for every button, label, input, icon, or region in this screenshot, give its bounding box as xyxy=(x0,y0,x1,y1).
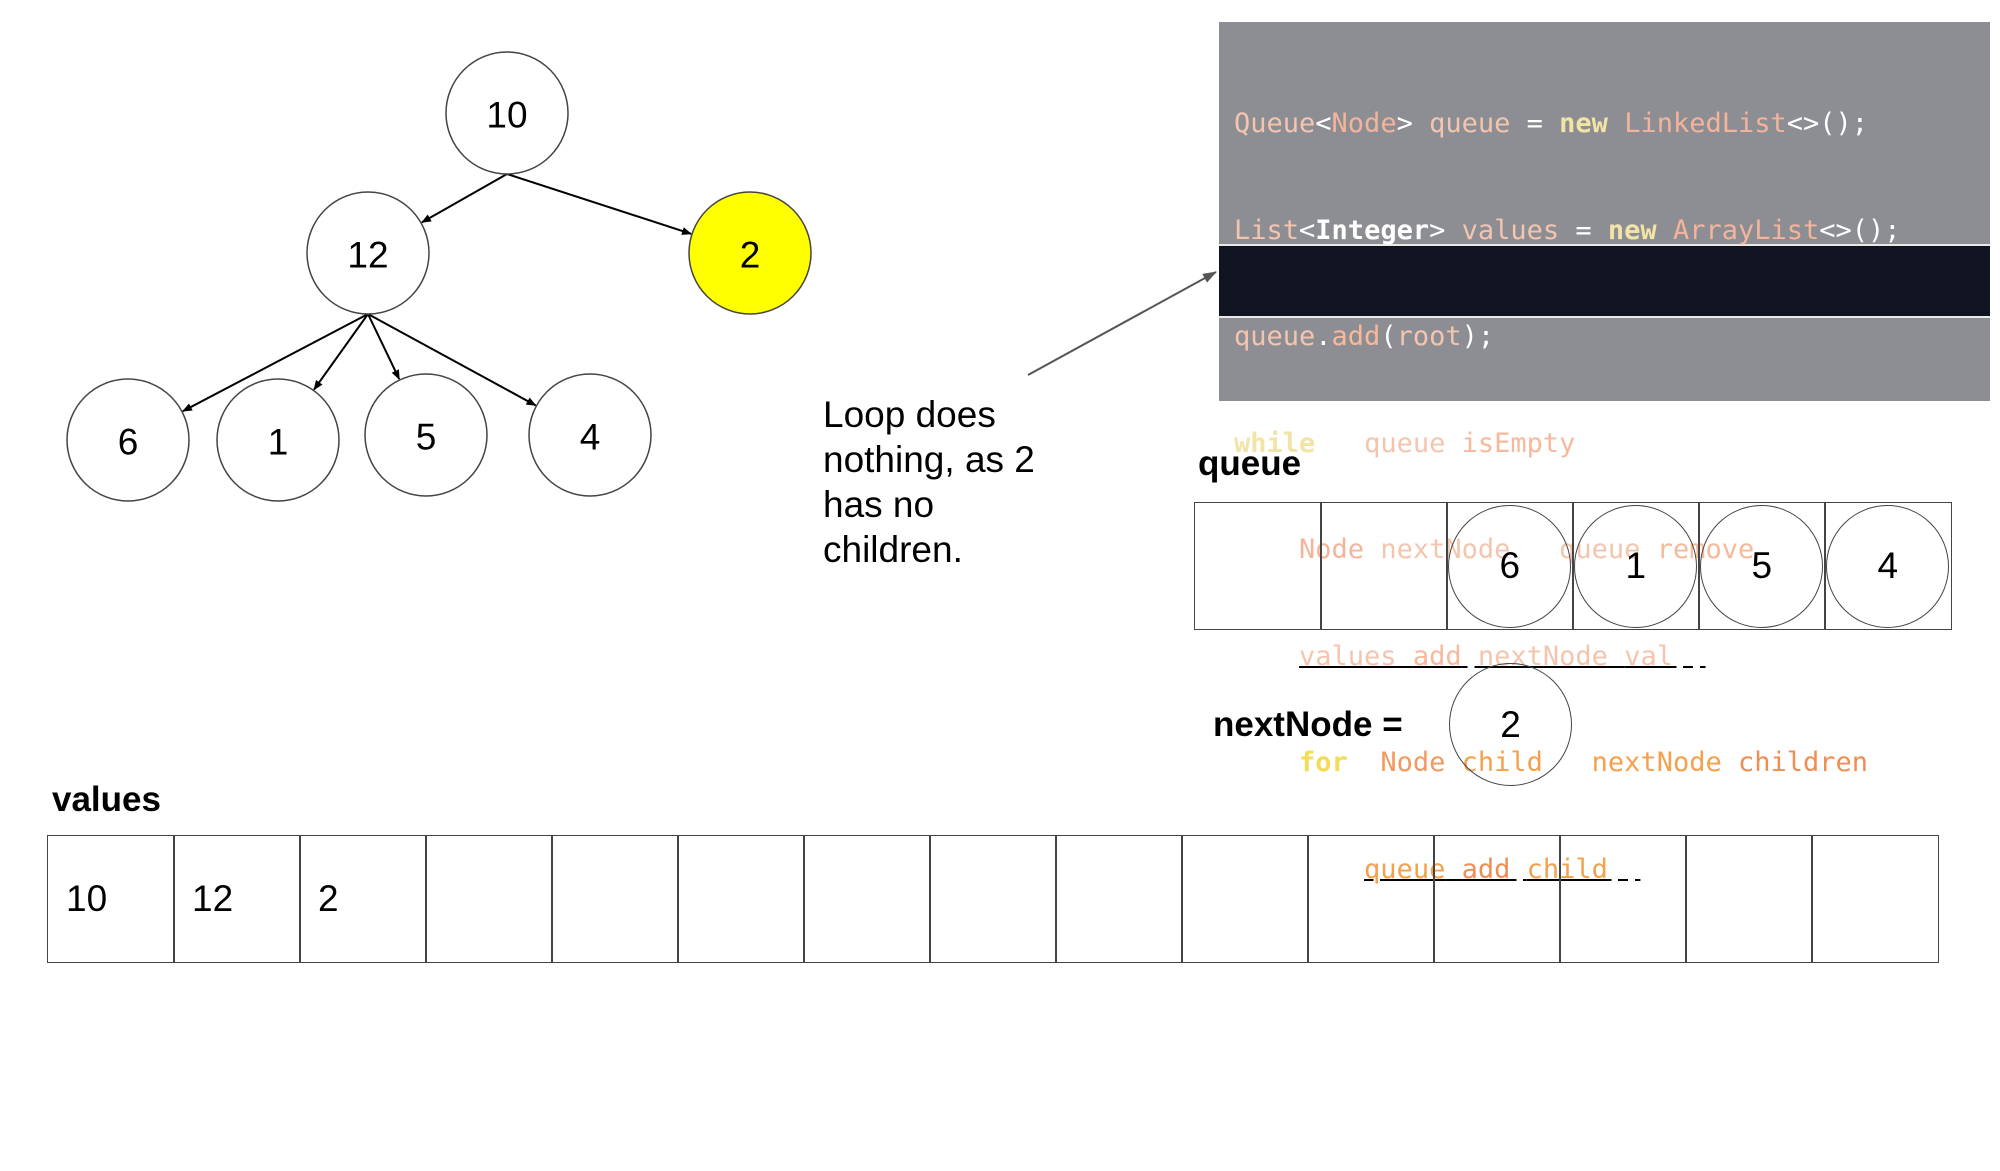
values-cell-text: 12 xyxy=(192,878,234,919)
tree-node-circle xyxy=(216,378,340,502)
values-cell xyxy=(1811,835,1939,963)
code-highlight-bar xyxy=(1219,244,1990,318)
code-line-2: List<Integer> values = new ArrayList<>()… xyxy=(1234,214,1901,246)
tree-node-label: 2 xyxy=(740,235,761,276)
tree-edge-n10-n2 xyxy=(506,173,692,235)
code-panel: Queue<Node> queue = new LinkedList<>(); … xyxy=(1219,22,1990,1098)
annotation-line: Loop does xyxy=(823,394,996,435)
tree-node-circle xyxy=(66,378,190,502)
annotation-text: Loop does nothing, as 2 has no children. xyxy=(823,392,1073,572)
next-node-label: nextNode = xyxy=(1213,705,1403,744)
values-cell: 2 xyxy=(299,835,427,963)
values-cell: 10 xyxy=(47,835,175,963)
tree-node-circle xyxy=(688,191,812,315)
tree-node-1: 1 xyxy=(216,378,340,502)
code-line-6: values.add(nextNode.val); xyxy=(1299,640,1706,672)
tree-node-label: 4 xyxy=(580,417,601,458)
values-cell-text: 2 xyxy=(318,878,339,919)
code-line-1: Queue<Node> queue = new LinkedList<>(); xyxy=(1234,108,1869,139)
annotation-line: children. xyxy=(823,529,963,570)
values-array: 10 12 2 xyxy=(47,835,1939,963)
values-cell: 12 xyxy=(173,835,301,963)
values-cell xyxy=(1181,835,1309,963)
queue-title: queue xyxy=(1198,444,1302,483)
tree-node-label: 5 xyxy=(416,417,437,458)
queue-cell xyxy=(1320,502,1448,630)
queue-node-circle: 6 xyxy=(1448,504,1572,628)
values-cell xyxy=(1685,835,1813,963)
values-cell xyxy=(1307,835,1435,963)
tree-node-6: 6 xyxy=(66,378,190,502)
next-node-circle: 2 xyxy=(1449,663,1572,786)
tree-node-label: 12 xyxy=(347,235,388,276)
tree-node-4: 4 xyxy=(528,373,652,497)
values-cell xyxy=(929,835,1057,963)
tree-node-circle xyxy=(528,373,652,497)
code-line-7: for (Node child : nextNode.children) { xyxy=(1299,747,1917,778)
values-cell xyxy=(1055,835,1183,963)
queue-cell: 6 xyxy=(1446,502,1574,630)
values-cell xyxy=(425,835,553,963)
tree-edge-n12-n5 xyxy=(367,313,401,380)
tree-edge-n12-n6 xyxy=(182,313,369,413)
tree-edge-n10-n12 xyxy=(421,173,508,224)
queue-node-circle: 1 xyxy=(1574,504,1698,628)
values-cell xyxy=(803,835,931,963)
queue-node-circle: 4 xyxy=(1826,504,1950,628)
tree-node-label: 10 xyxy=(486,95,527,136)
code-line-4: while (!queue.isEmpty()) { xyxy=(1234,427,1657,459)
tree-edge-n12-n4 xyxy=(367,313,537,407)
queue-cell: 5 xyxy=(1698,502,1826,630)
queue-node-circle: 5 xyxy=(1700,504,1824,628)
queue-cell: 4 xyxy=(1824,502,1952,630)
values-title: values xyxy=(52,780,161,819)
values-cell xyxy=(551,835,679,963)
tree-node-circle xyxy=(306,191,430,315)
queue-cell: 1 xyxy=(1572,502,1700,630)
code-line-9: } xyxy=(1234,960,1316,991)
code-line-8: queue.add(child); xyxy=(1364,853,1641,885)
values-cell-text: 10 xyxy=(66,878,108,919)
queue-cell xyxy=(1194,502,1322,630)
tree-edge-n12-n1 xyxy=(313,313,369,391)
values-cell xyxy=(677,835,805,963)
annotation-line: has no xyxy=(823,484,935,525)
annotation-line: nothing, as 2 xyxy=(823,439,1035,480)
tree-nodes: 10 12 2 6 1 5 4 xyxy=(66,51,812,502)
tree-node-12: 12 xyxy=(306,191,430,315)
annotation-arrow xyxy=(1027,271,1217,376)
tree-node-label: 1 xyxy=(268,422,289,463)
values-cell xyxy=(1433,835,1561,963)
tree-node-circle xyxy=(445,51,569,175)
tree-node-circle xyxy=(364,373,488,497)
tree-node-5: 5 xyxy=(364,373,488,497)
tree-node-10: 10 xyxy=(445,51,569,175)
values-cell xyxy=(1559,835,1687,963)
tree-diagram: 10 12 2 6 1 5 4 xyxy=(66,51,1217,502)
tree-edges xyxy=(182,173,692,413)
code-line-3: queue.add(root); xyxy=(1234,321,1495,352)
tree-node-2: 2 xyxy=(688,191,812,315)
tree-node-label: 6 xyxy=(118,422,139,463)
code-line-10: } xyxy=(1234,1066,1251,1098)
